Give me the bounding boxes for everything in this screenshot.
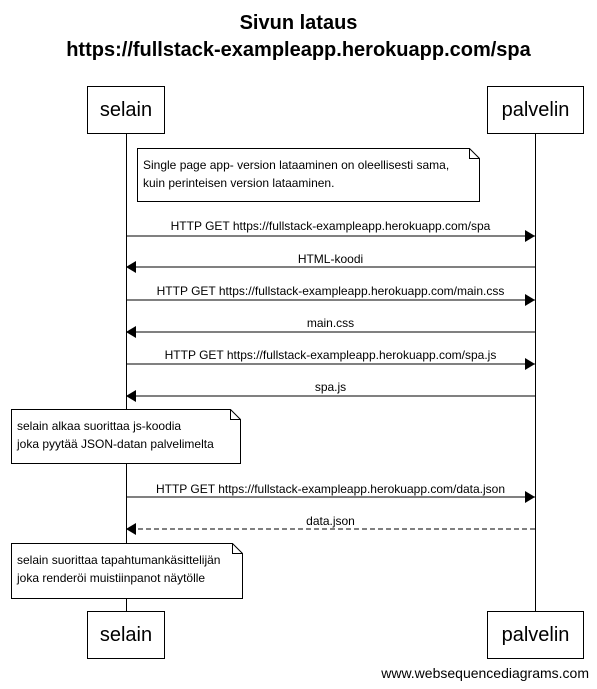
- browser-lifeline: [126, 134, 127, 611]
- message-label: main.css: [306, 316, 355, 330]
- watermark-link[interactable]: www.websequencediagrams.com: [381, 665, 589, 681]
- note-render-notes: selain suorittaa tapahtumankäsittelijän …: [11, 543, 243, 599]
- diagram-subtitle-url: https://fullstack-exampleapp.herokuapp.c…: [66, 39, 531, 61]
- note-line: selain suorittaa tapahtumankäsittelijän: [17, 553, 221, 567]
- message-label: spa.js: [314, 380, 347, 394]
- browser-actor-label: selain: [99, 623, 153, 646]
- note-line: kuin perinteisen version lataaminen.: [143, 176, 335, 190]
- server-actor-bottom: palvelin: [487, 611, 584, 659]
- message-label: HTTP GET https://fullstack-exampleapp.he…: [170, 219, 491, 233]
- message-label: HTML-koodi: [297, 252, 364, 266]
- server-actor-label: palvelin: [501, 98, 570, 121]
- note-js-execution: selain alkaa suorittaa js-koodia joka py…: [11, 409, 241, 464]
- message-label: HTTP GET https://fullstack-exampleapp.he…: [155, 482, 506, 496]
- note-line: joka renderöi muistiinpanot näytölle: [17, 571, 206, 585]
- browser-actor-bottom: selain: [87, 611, 165, 659]
- server-lifeline: [535, 134, 536, 611]
- note-line: selain alkaa suorittaa js-koodia: [17, 419, 182, 433]
- browser-actor-top: selain: [87, 86, 165, 134]
- note-spa-loading: Single page app- version lataaminen on o…: [137, 148, 480, 202]
- server-actor-label: palvelin: [501, 623, 570, 646]
- message-label: data.json: [306, 514, 355, 528]
- message-label: HTTP GET https://fullstack-exampleapp.he…: [164, 348, 497, 362]
- diagram-title: Sivun lataus: [239, 12, 358, 34]
- note-line: joka pyytää JSON-datan palvelimelta: [17, 437, 214, 451]
- server-actor-top: palvelin: [487, 86, 584, 134]
- browser-actor-label: selain: [99, 98, 153, 121]
- message-label: HTTP GET https://fullstack-exampleapp.he…: [156, 284, 505, 298]
- note-line: Single page app- version lataaminen on o…: [143, 158, 450, 172]
